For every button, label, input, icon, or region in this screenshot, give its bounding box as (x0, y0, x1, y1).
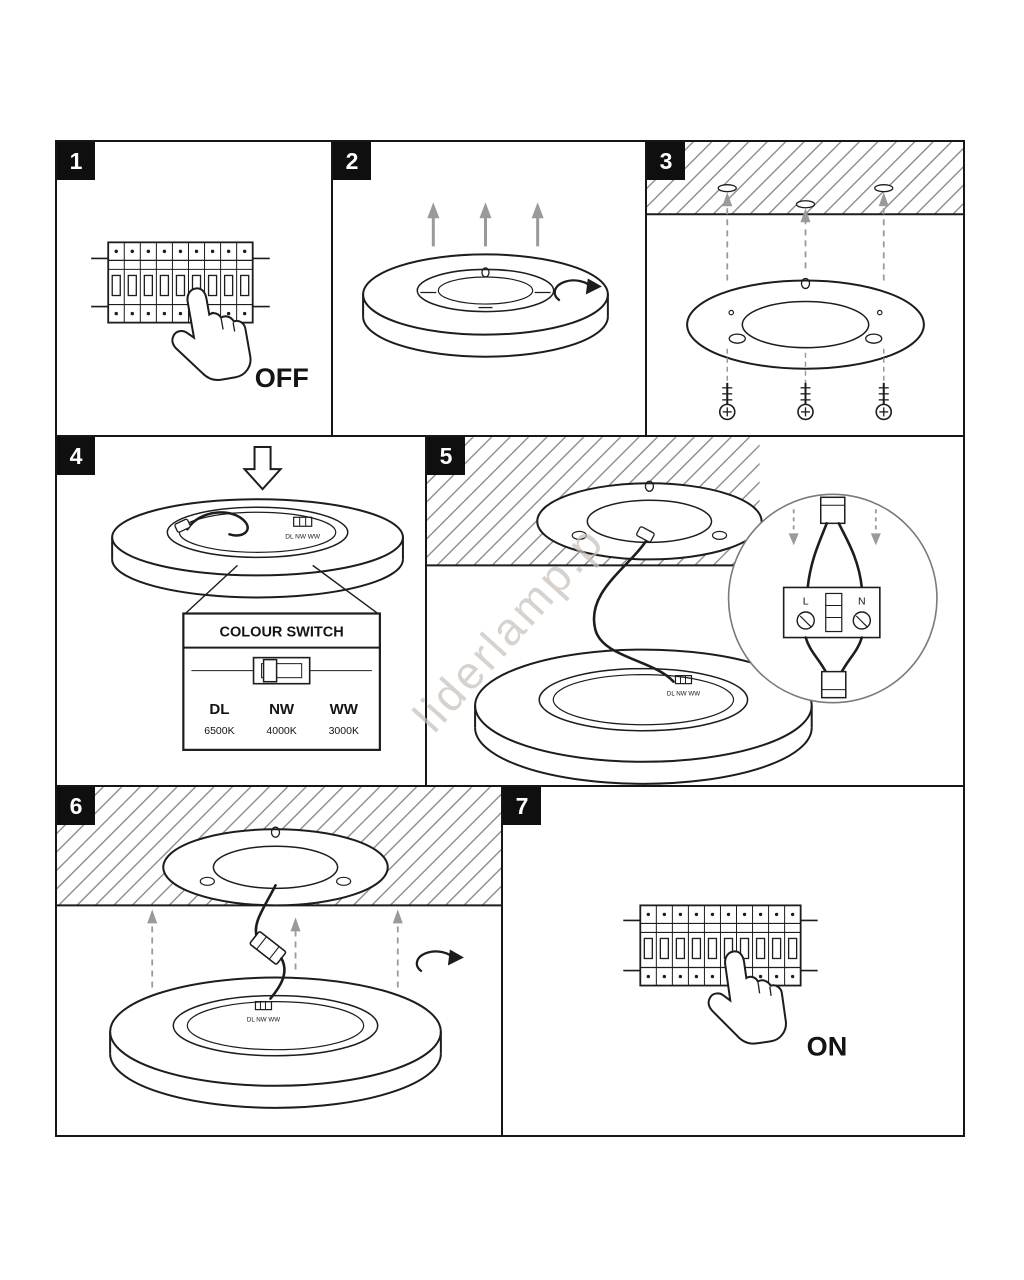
step-4-number-badge: 4 (57, 437, 95, 475)
colour-switch-illustration: DL NW WW COLOUR SWITCH DL NW WW 6500K 40 (111, 446, 404, 751)
callout-title: COLOUR SWITCH (220, 625, 344, 641)
supply-wire (186, 511, 249, 537)
step-2-number-badge: 2 (333, 142, 371, 180)
colour-switch-slider (293, 516, 313, 527)
kelvin-ww: 3000K (329, 725, 359, 737)
breaker-off-illustration: OFF (91, 241, 309, 393)
step-1-panel: 1 (55, 140, 333, 437)
supply-wire (592, 534, 675, 683)
step-6-panel: 6 (55, 785, 503, 1137)
step-5-panel: 5 (425, 435, 965, 787)
step-7-panel: 7 (501, 785, 965, 1137)
up-arrows (427, 202, 544, 247)
mounting-plate (686, 277, 925, 370)
switch-drawing (191, 656, 372, 685)
lamp-base (111, 498, 404, 599)
circuit-breaker-strip (91, 241, 270, 324)
alignment-arrows (726, 204, 885, 281)
option-ww: WW (330, 701, 359, 718)
off-label: OFF (255, 362, 309, 393)
option-nw: NW (269, 701, 295, 718)
ceiling-lamp-body (362, 253, 609, 358)
screws (718, 382, 893, 421)
mounting-plate (162, 826, 389, 907)
screw-guide-lines (726, 348, 885, 383)
kelvin-dl: 6500K (204, 725, 234, 737)
on-label: ON (807, 1032, 848, 1062)
wiring-illustration: DL NW WW (427, 437, 938, 785)
step-3-number-badge: 3 (647, 142, 685, 180)
colour-switch-slider (674, 675, 693, 685)
terminal-block (782, 586, 881, 639)
lamp-switch-label: DL NW WW (247, 1017, 280, 1024)
step-3-panel: 3 (645, 140, 965, 437)
terminal-neutral-label: N (858, 595, 866, 607)
terminal-magnifier: L N (727, 493, 938, 704)
breaker-on-illustration: ON (623, 904, 848, 1062)
lamp-switch-label: DL NW WW (285, 533, 321, 540)
lamp-body (474, 648, 813, 785)
step-4-panel: 4 DL NW WW COLOUR SWIT (55, 435, 427, 787)
lamp-twist-illustration (362, 202, 609, 358)
step-1-number-badge: 1 (57, 142, 95, 180)
terminal-screw-dots (114, 249, 247, 316)
colour-switch-callout: COLOUR SWITCH DL NW WW 6500K 4000K 3000K (182, 612, 381, 751)
breaker-levers (111, 274, 250, 297)
breaker-levers (643, 937, 798, 960)
terminal-live-label: L (803, 595, 809, 607)
step-7-number-badge: 7 (503, 787, 541, 825)
lamp-body (109, 976, 442, 1109)
cable-clamp-bottom (820, 670, 847, 699)
down-arrow-icon (242, 446, 283, 491)
rotate-arrow-icon (553, 278, 602, 302)
step-5-number-badge: 5 (427, 437, 465, 475)
colour-switch-slider (254, 1000, 273, 1011)
kelvin-nw: 4000K (266, 725, 296, 737)
supply-wire-lower (269, 957, 286, 1000)
option-dl: DL (209, 701, 229, 718)
pointing-hand-icon (707, 950, 787, 1045)
step-6-number-badge: 6 (57, 787, 95, 825)
lamp-switch-label: DL NW WW (667, 691, 700, 698)
pointing-hand-icon (171, 287, 252, 381)
circuit-breaker-strip (623, 904, 818, 987)
step-2-panel: 2 (331, 140, 647, 437)
attach-lamp-illustration: DL NW WW (57, 787, 501, 1109)
rotate-arrow-icon (415, 949, 464, 973)
mounting-plate-illustration (647, 142, 963, 421)
cable-clamp-top (819, 496, 846, 525)
ceiling-drill-holes (717, 184, 894, 209)
